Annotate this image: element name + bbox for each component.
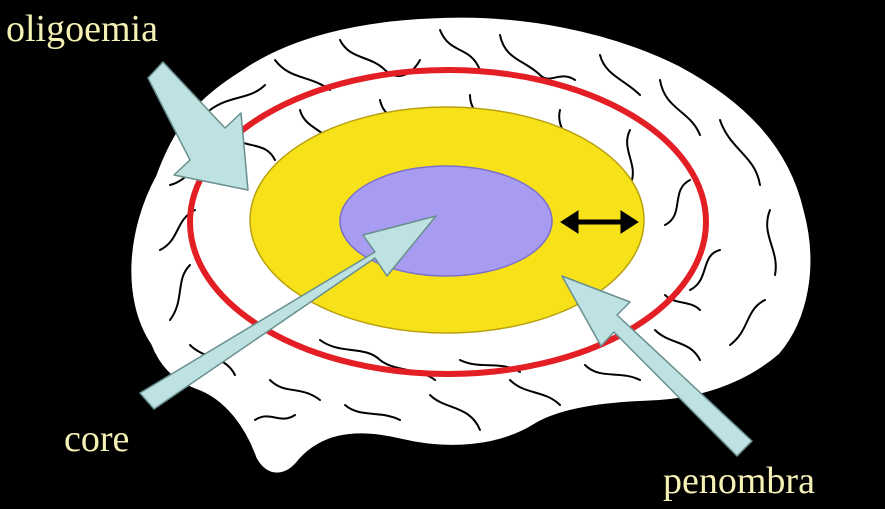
core-label: core xyxy=(64,420,129,458)
oligoemia-label: oligoemia xyxy=(6,10,158,48)
penumbra-label: penombra xyxy=(663,462,815,500)
